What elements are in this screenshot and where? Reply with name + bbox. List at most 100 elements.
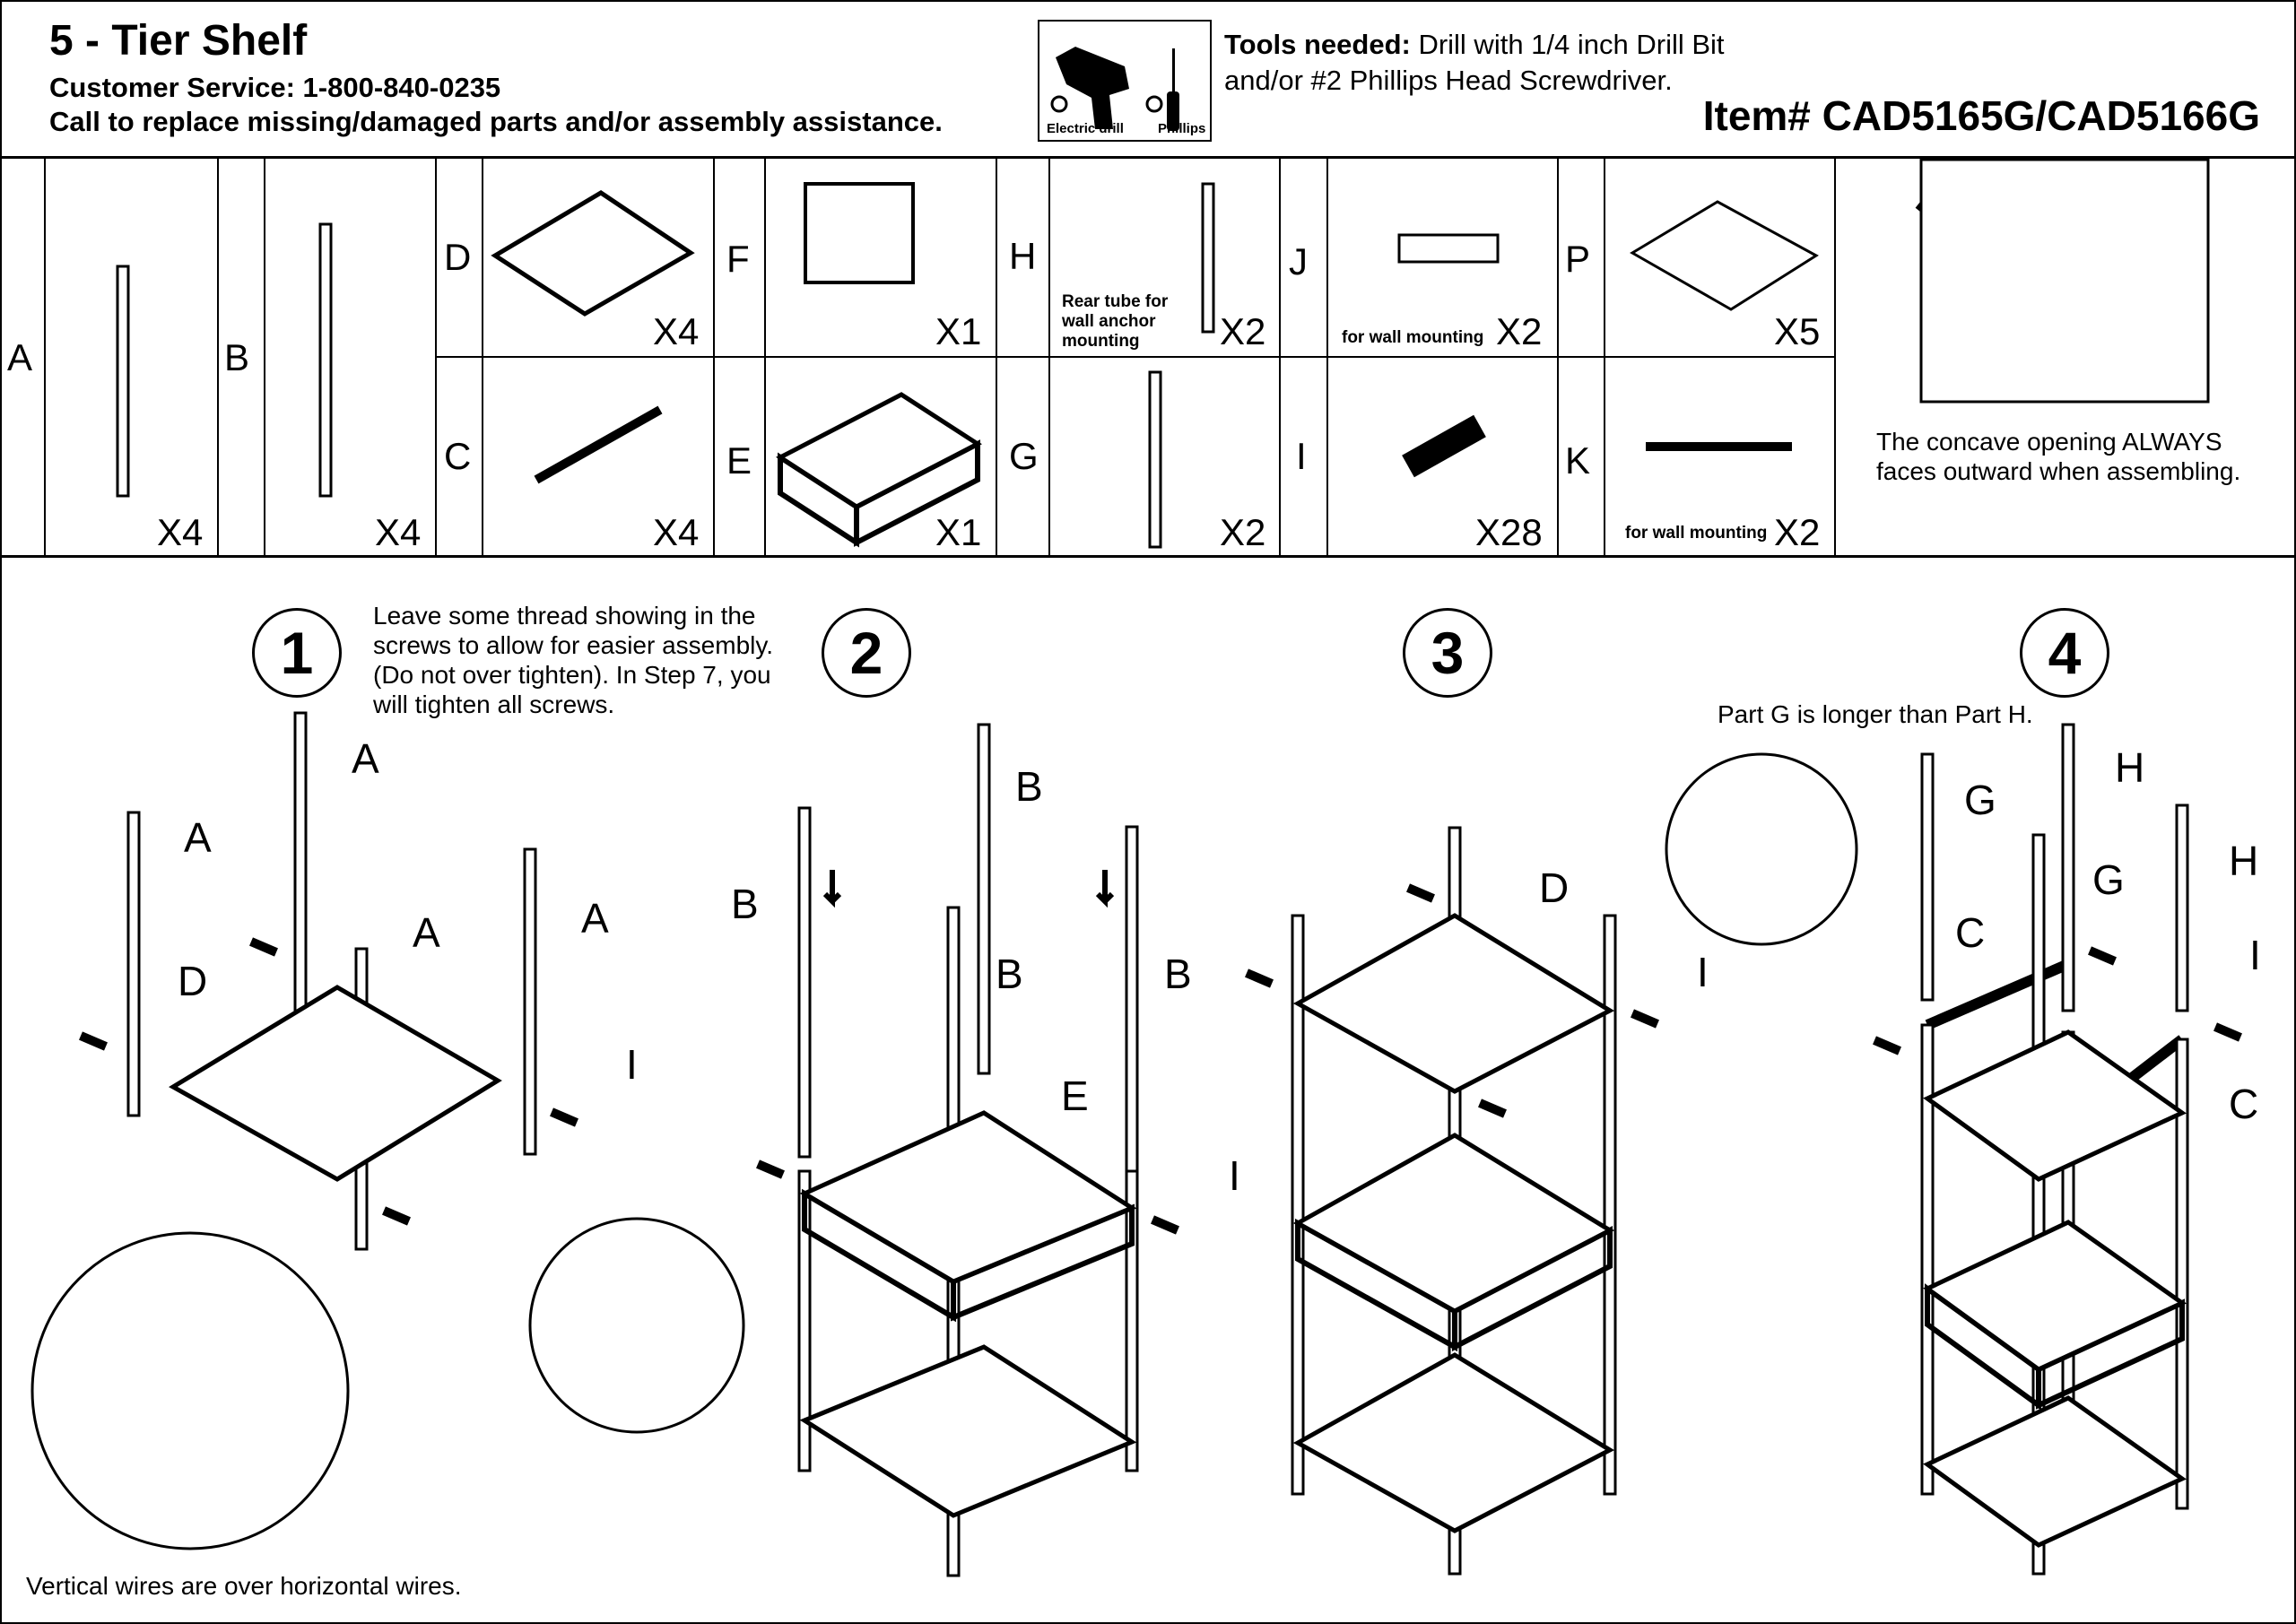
part-c-rod	[534, 405, 663, 484]
table-divider	[44, 157, 46, 556]
screw-icon	[2213, 1022, 2242, 1042]
screw-icon	[79, 1031, 108, 1051]
table-divider	[482, 157, 483, 556]
part-count-k: X2	[1774, 511, 1821, 553]
table-divider	[435, 157, 437, 556]
step-2-label: B	[1015, 763, 1043, 810]
part-d-shelf	[491, 190, 695, 317]
step-4-label: G	[1964, 777, 1996, 823]
part-note-h: Rear tube for wall anchor mounting	[1062, 292, 1169, 351]
screw-icon	[1406, 883, 1435, 903]
table-divider	[217, 157, 219, 556]
part-letter-j: J	[1289, 240, 1308, 282]
part-letter-b: B	[224, 336, 250, 378]
part-count-d: X4	[653, 310, 700, 352]
tube-a	[126, 811, 141, 1117]
table-divider	[996, 157, 997, 556]
divider	[0, 156, 2296, 159]
part-note-j: for wall mounting	[1342, 328, 1484, 347]
rod-c	[1925, 959, 2071, 1030]
screw-icon	[1873, 1036, 1901, 1055]
step-3-number: 3	[1403, 608, 1492, 698]
part-count-p: X5	[1774, 310, 1821, 352]
step-4-number: 4	[2020, 608, 2109, 698]
step-4-label: C	[2229, 1081, 2258, 1127]
step-4-label: H	[2229, 838, 2258, 884]
step-2-label: E	[1061, 1073, 1089, 1119]
step-1-shelf-d	[169, 985, 502, 1182]
step-2-basket-e	[799, 1110, 1137, 1284]
part-count-b: X4	[375, 511, 422, 553]
tube	[1603, 914, 1617, 1496]
step-2-label: B	[731, 881, 759, 927]
part-letter-g: G	[1009, 435, 1039, 477]
step-1-label: A	[581, 895, 609, 942]
screw-icon	[1151, 1215, 1179, 1235]
table-divider	[713, 157, 715, 556]
part-e-basket	[776, 392, 982, 509]
step-1-footnote: Vertical wires are over horizontal wires…	[26, 1572, 462, 1600]
step-3-basket	[1292, 1133, 1615, 1314]
electric-drill-icon	[1050, 47, 1179, 131]
step-4-top-shelf	[1923, 1029, 2187, 1182]
step-1-note: Leave some thread showing in the screws …	[373, 602, 774, 718]
part-b-tube	[318, 222, 333, 498]
part-letter-p: P	[1565, 238, 1591, 280]
step-3-top-shelf	[1292, 913, 1615, 1094]
screw-icon	[1631, 1009, 1659, 1029]
tools-text: Drill with 1/4 inch Drill Bit and/or #2 …	[1224, 29, 1725, 96]
call-note: Call to replace missing/damaged parts an…	[49, 106, 943, 137]
part-i-screw	[1402, 414, 1486, 478]
step-1-label: A	[184, 814, 212, 861]
part-a-tube	[116, 265, 130, 498]
step-4-note: Part G is longer than Part H.	[1718, 700, 2033, 728]
step-4-label: G	[2092, 856, 2125, 903]
step-4-basket	[1923, 1220, 2187, 1372]
tube-g	[1920, 1023, 1935, 1496]
customer-service: Customer Service: 1-800-840-0235	[49, 72, 501, 103]
table-divider	[1604, 157, 1605, 556]
table-divider	[1326, 157, 1328, 556]
tools-illustration: Electric drill Phillips	[1038, 20, 1212, 142]
tube-b	[977, 723, 991, 1075]
part-count-c: X4	[653, 511, 700, 553]
part-letter-i: I	[1296, 435, 1307, 477]
tube	[797, 1169, 812, 1472]
screw-icon	[756, 1159, 785, 1179]
part-p-pad	[1630, 200, 1819, 311]
tube-a	[523, 847, 537, 1156]
part-count-e: X1	[935, 511, 982, 553]
part-count-h: X2	[1220, 310, 1266, 352]
tube	[1291, 914, 1305, 1496]
tube-g	[1920, 752, 1935, 1002]
tube-b	[797, 806, 812, 1159]
part-letter-k: K	[1565, 439, 1591, 482]
tube-h	[2061, 723, 2075, 1012]
part-count-a: X4	[157, 511, 204, 553]
screw-icon	[550, 1107, 578, 1127]
screw-icon	[1478, 1099, 1507, 1118]
concave-note: The concave opening ALWAYS faces outward…	[1876, 428, 2241, 485]
step-4-bottom-shelf	[1923, 1395, 2187, 1548]
part-count-f: X1	[935, 310, 982, 352]
part-j-anchor	[1397, 233, 1500, 264]
screw-icon	[1245, 968, 1274, 988]
table-divider	[264, 157, 265, 556]
step-3-label: D	[1539, 864, 1569, 911]
down-arrow-icon	[1095, 870, 1115, 908]
step-3-label: I	[1697, 949, 1709, 995]
step-3-bottom-shelf	[1292, 1352, 1615, 1533]
item-number: Item# CAD5165G/CAD5166G	[1702, 92, 2260, 139]
step-2-label: B	[1164, 951, 1192, 997]
divider	[0, 555, 2296, 558]
tools-label: Tools needed:	[1224, 29, 1411, 60]
phillips-caption: Phillips	[1158, 121, 1206, 136]
page-title: 5 - Tier Shelf	[49, 17, 308, 65]
drill-caption: Electric drill	[1047, 121, 1124, 136]
part-letter-d: D	[444, 236, 472, 278]
step-1-label: A	[413, 909, 440, 956]
tube-h	[2175, 803, 2189, 1012]
tube-b	[1125, 825, 1139, 1203]
screw-icon	[382, 1206, 411, 1226]
